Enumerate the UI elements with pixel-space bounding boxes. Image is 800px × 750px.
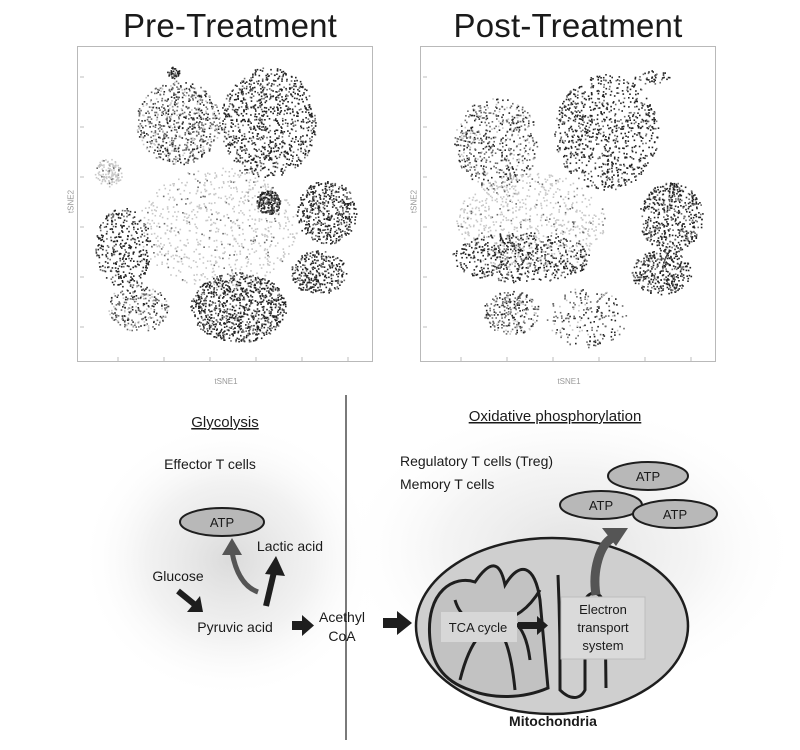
tsne-cluster	[484, 290, 540, 335]
lactic-acid-arrowhead	[265, 556, 285, 576]
lactic-acid-arrow	[263, 571, 277, 607]
tsne-cluster	[139, 167, 298, 289]
glycolysis-heading: Glycolysis	[191, 414, 259, 431]
glycolysis-atp-oval	[179, 507, 265, 537]
etc-label-line3: system	[582, 638, 623, 653]
post-treatment-tsne-plot: tSNE2 tSNE1	[410, 46, 716, 386]
glucose-label: Glucose	[152, 568, 204, 584]
glycolysis-atp-label: ATP	[210, 515, 234, 530]
acetyl-mito-arrow	[383, 618, 397, 628]
tsne-cluster	[452, 232, 590, 284]
lactic-acid-label: Lactic acid	[257, 538, 323, 554]
pre-treatment-title: Pre-Treatment	[122, 7, 338, 44]
post-treatment-title: Post-Treatment	[453, 7, 683, 44]
acetyl-line1: Acethyl	[319, 609, 365, 625]
tca-box	[441, 612, 517, 642]
tsne-cluster	[454, 98, 539, 189]
tsne-cluster	[456, 172, 606, 274]
tsne-cluster	[296, 181, 358, 245]
tsne-cluster	[220, 67, 317, 178]
oxphos-atp-oval-3	[632, 499, 718, 529]
oxphos-atp-label-2: ATP	[589, 498, 613, 513]
etc-label-line2: transport	[577, 620, 629, 635]
glucose-arrow	[176, 588, 196, 607]
etc-label-line1: Electron	[579, 602, 627, 617]
atp-curve-arrowhead	[222, 538, 242, 555]
atp-curve-arrow	[229, 551, 259, 595]
acetyl-line2: CoA	[328, 628, 356, 644]
glucose-arrowhead	[187, 596, 203, 612]
etc-atp-curve-arrow	[590, 534, 615, 596]
tsne-cluster	[108, 282, 170, 332]
post-tsne1-axis-label: tSNE1	[557, 377, 581, 386]
electron-transport-box	[560, 596, 646, 660]
post-treatment-scatter	[423, 70, 704, 361]
etc-atp-arrowhead	[602, 528, 628, 546]
memory-t-cells-label: Memory T cells	[400, 476, 494, 492]
pre-treatment-scatter	[80, 66, 358, 361]
tca-cycle-label: TCA cycle	[449, 620, 508, 635]
oxphos-atp-oval-1	[607, 461, 689, 491]
oxphos-heading: Oxidative phosphorylation	[469, 408, 642, 425]
treg-label: Regulatory T cells (Treg)	[400, 453, 553, 469]
mitochondria-label: Mitochondria	[509, 713, 597, 729]
acetyl-mito-arrowhead	[397, 611, 412, 635]
tca-etc-arrowhead	[537, 616, 548, 635]
tsne-cluster	[291, 250, 348, 294]
tsne-cluster	[546, 288, 628, 349]
tsne-cluster	[256, 190, 282, 215]
tsne-cluster	[136, 80, 222, 166]
effector-t-cells-label: Effector T cells	[164, 456, 256, 472]
pre-treatment-tsne-plot: tSNE2 tSNE1	[67, 46, 373, 386]
tsne-cluster	[631, 250, 693, 296]
pre-tsne1-axis-label: tSNE1	[214, 377, 238, 386]
oxphos-atp-label-1: ATP	[636, 469, 660, 484]
tsne-cluster	[634, 70, 671, 85]
pyruvic-acetyl-arrow	[292, 621, 302, 630]
tsne-cluster	[167, 66, 181, 80]
pyruvic-acid-label: Pyruvic acid	[197, 619, 272, 635]
tsne-cluster	[554, 74, 660, 191]
pyruvic-acetyl-arrowhead	[302, 615, 314, 636]
tca-etc-arrow	[518, 622, 538, 629]
tsne-cluster	[94, 158, 123, 188]
tsne-cluster	[190, 272, 287, 343]
oxphos-atp-label-3: ATP	[663, 507, 687, 522]
tsne-cluster	[95, 208, 153, 288]
tsne-cluster	[640, 182, 704, 254]
